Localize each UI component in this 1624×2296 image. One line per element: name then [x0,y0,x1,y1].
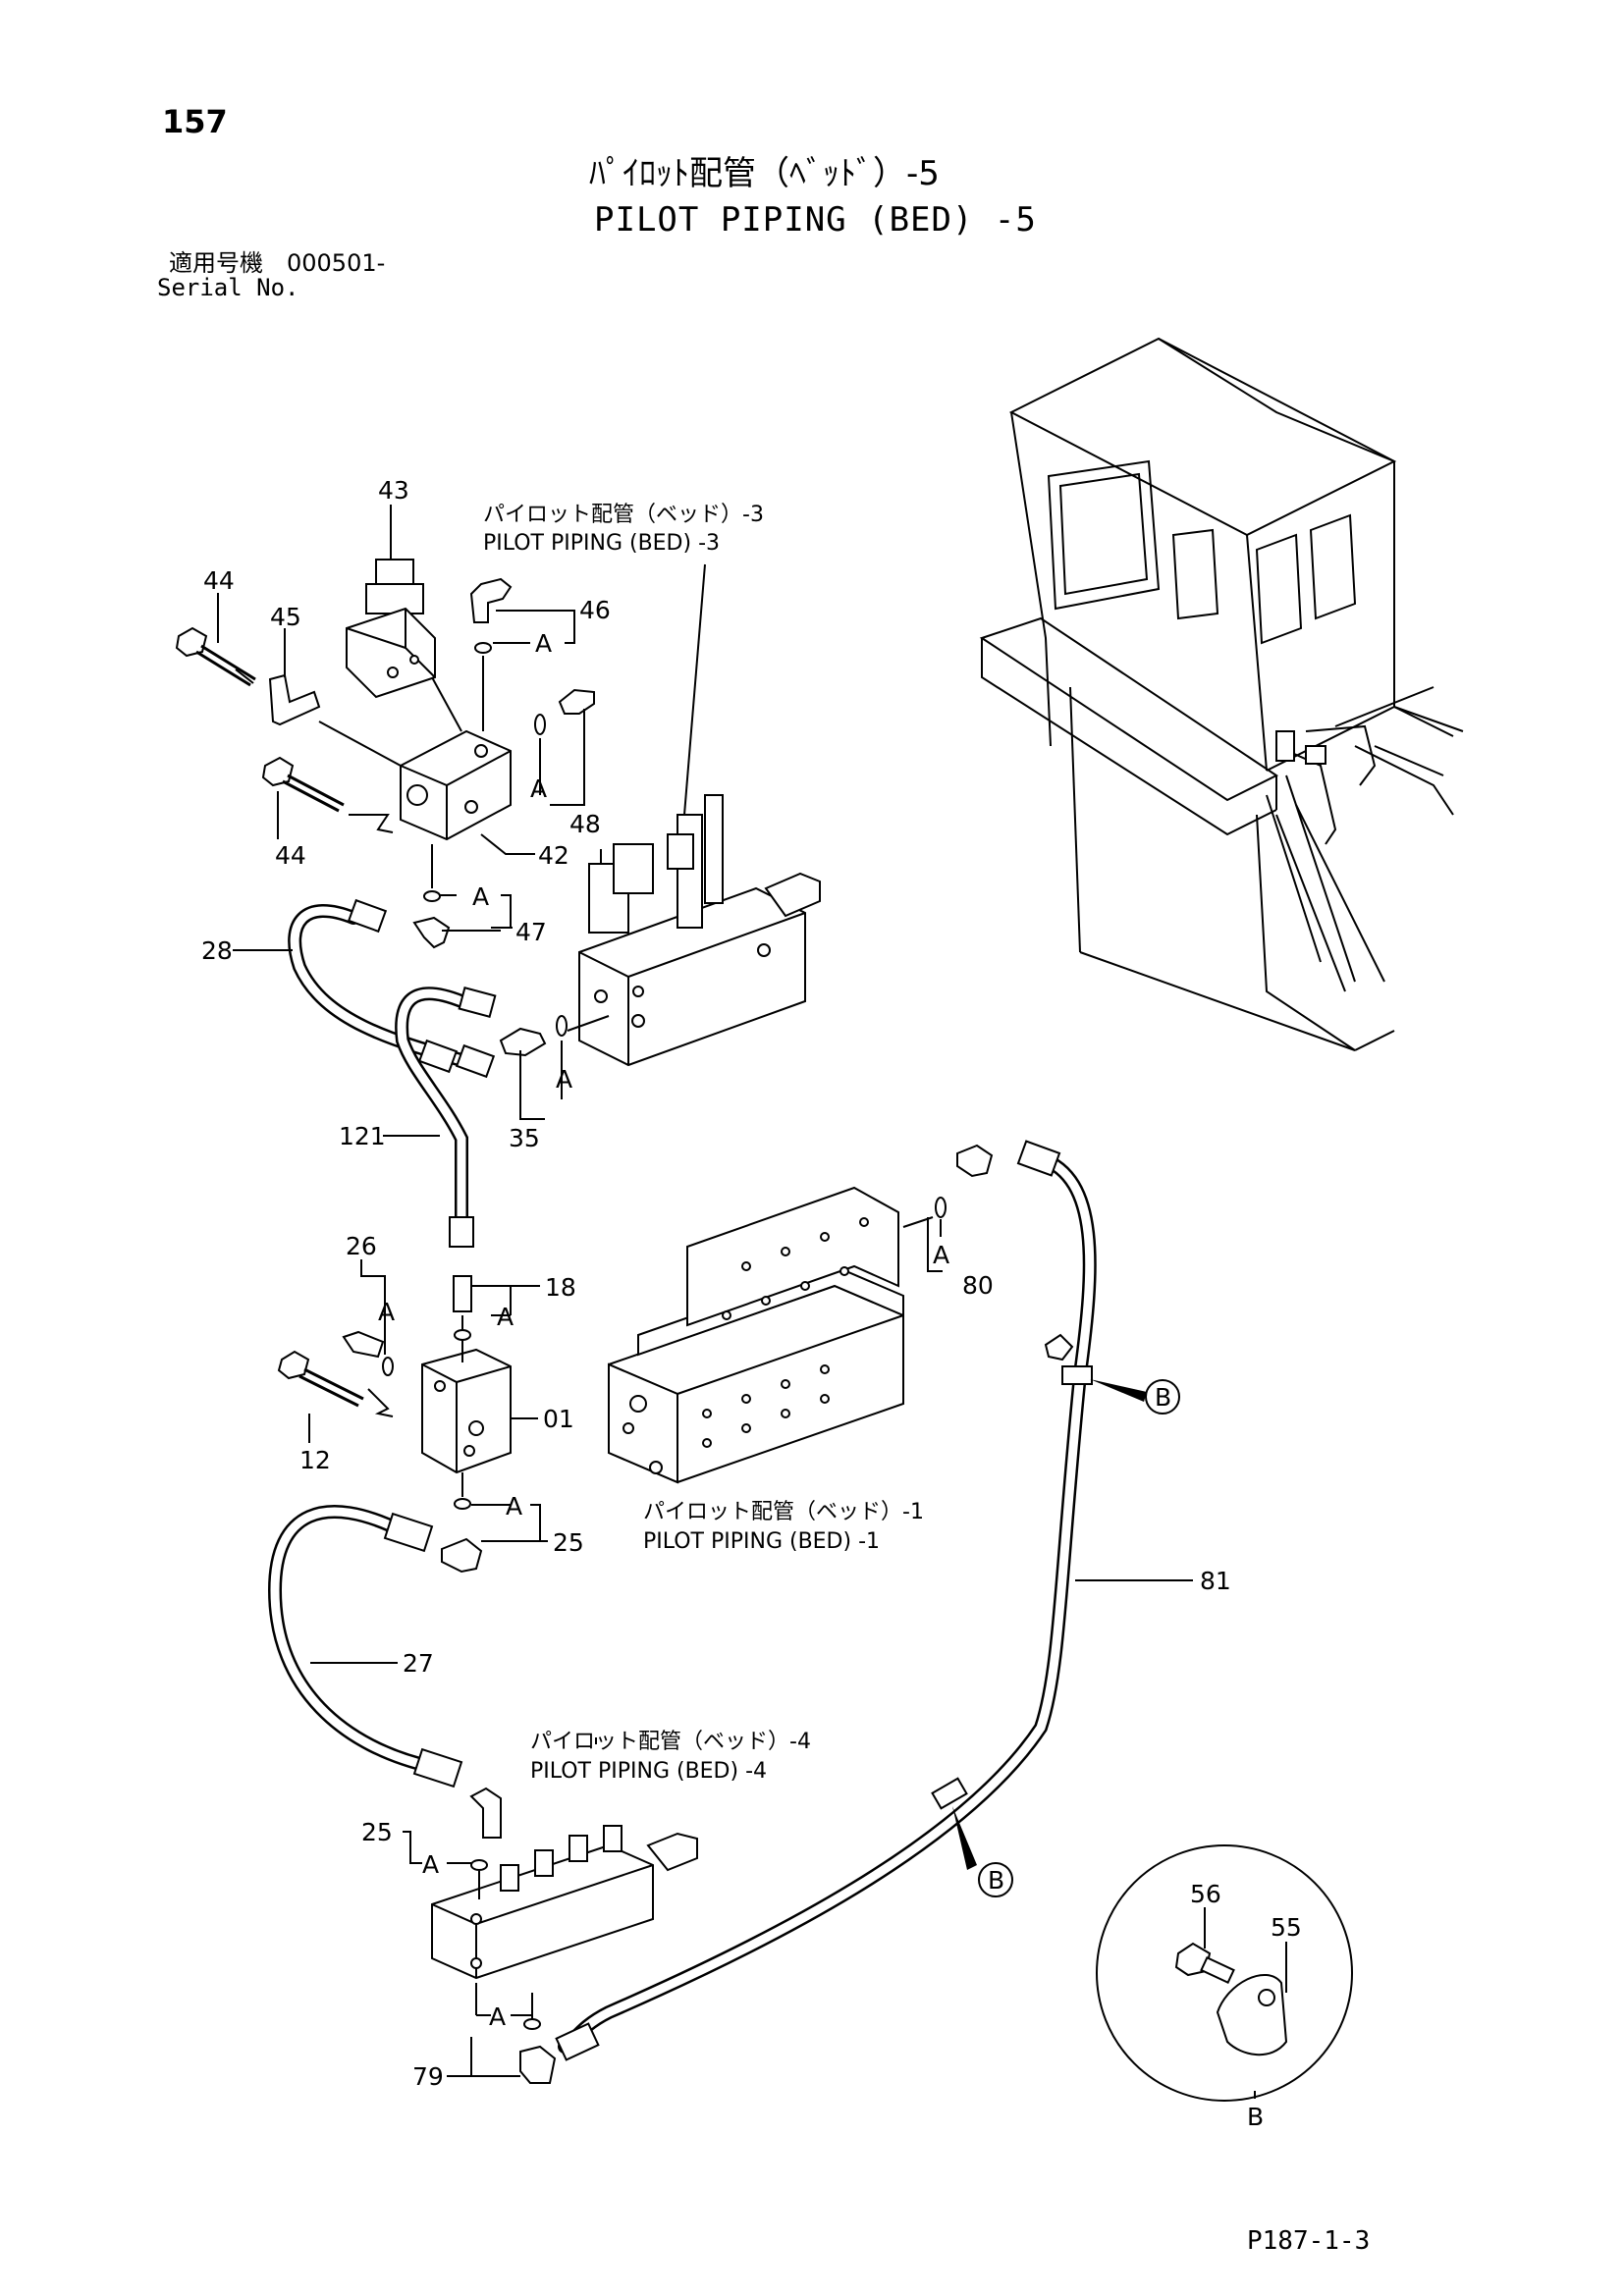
reference-balloon-b-upper: B [1145,1379,1180,1415]
part-label-42: 42 [538,841,569,870]
control-valve-bed1 [608,1186,904,1484]
hose-81 [555,1140,1097,2061]
part-label-27: 27 [403,1649,434,1678]
part-label-01: 01 [543,1405,574,1433]
svg-text:A: A [530,774,547,803]
hose-clamp-lower [931,1777,968,1810]
part-label-55: 55 [1271,1913,1302,1942]
pilot-valve-bed3 [578,794,821,1067]
elbow-fitting-25-upper [441,1498,483,1574]
bracket-45 [268,673,321,726]
svg-text:A: A [535,629,552,658]
fitting-26 [342,1330,394,1376]
bolt-12 [277,1350,364,1408]
elbow-fitting-79 [519,2018,557,2084]
ref-bed1-japanese: パイロット配管（ベッド）-1 [643,1500,924,1524]
pipe-121 [395,987,497,1248]
page-title-japanese: ﾊﾟｲﾛｯﾄ配管（ﾍﾞｯﾄﾞ）-5 [589,154,940,193]
part-label-18: 18 [545,1273,576,1302]
part-number-labels: 43 44 45 46 48 44 42 47 28 35 121 26 18 … [201,476,1302,2091]
svg-text:B: B [1155,1383,1171,1412]
part-label-25-lower: 25 [361,1818,393,1846]
drawing-reference-code: P187-1-3 [1247,2226,1371,2256]
part-label-44: 44 [203,566,235,595]
part-label-121: 121 [339,1122,386,1150]
page-title-english: PILOT PIPING (BED) -5 [594,200,1037,240]
cross-reference-callouts: パイロット配管（ベッド）-3 PILOT PIPING (BED) -3 パイロ… [483,503,924,1784]
svg-text:A: A [489,2002,506,2031]
part-label-79: 79 [412,2062,444,2091]
part-label-12: 12 [299,1446,331,1474]
a-markers: A A A A A A A A A A B [378,629,1264,2131]
part-label-28: 28 [201,936,233,965]
svg-text:A: A [506,1492,522,1521]
distribution-block-bed4 [431,1825,698,1980]
elbow-fitting-46 [469,577,513,654]
part-label-44-lower: 44 [275,841,306,870]
part-label-26: 26 [346,1232,377,1260]
svg-text:A: A [472,882,489,911]
elbow-fitting-47 [412,890,451,949]
part-label-56: 56 [1190,1880,1221,1908]
bolt-44-lower [261,756,345,813]
manifold-block-01 [421,1348,512,1474]
bolt-44-upper [175,626,256,687]
valve-bolt-holes [702,1217,869,1448]
svg-text:A: A [933,1241,949,1269]
part-label-80: 80 [962,1271,994,1300]
part-label-45: 45 [270,603,301,631]
tee-fitting-48 [534,688,595,735]
part-label-43: 43 [378,476,409,505]
part-label-48: 48 [569,810,601,838]
svg-text:A: A [556,1065,572,1094]
detail-view-clamp [1096,1844,1353,2102]
part-label-81: 81 [1200,1567,1231,1595]
reference-balloon-b-lower: B [978,1862,1013,1897]
part-label-46: 46 [579,596,611,624]
elbow-fitting-25-lower [469,1787,502,1871]
part-label-25: 25 [553,1528,584,1557]
machine-cab-illustration [979,337,1464,1051]
mounting-block-42 [400,729,512,841]
serial-label-english: Serial No. [157,274,299,301]
page-number: 157 [162,103,228,140]
svg-text:A: A [422,1850,439,1879]
svg-text:A: A [378,1298,395,1326]
hose-27 [267,1505,463,1789]
ref-bed3-english: PILOT PIPING (BED) -3 [483,531,720,556]
ref-bed3-japanese: パイロット配管（ベッド）-3 [483,503,764,527]
ref-bed4-english: PILOT PIPING (BED) -4 [530,1759,767,1784]
svg-text:B: B [1247,2103,1264,2131]
part-label-47: 47 [515,918,547,946]
elbow-fitting-80 [935,1144,994,1218]
hose-clamp-upper [1044,1333,1093,1385]
solenoid-valve-43 [346,559,436,699]
svg-text:A: A [497,1303,514,1331]
leader-lines [217,505,1287,2099]
part-label-35: 35 [509,1124,540,1152]
serial-range-japanese: 適用号機 000501- [169,249,386,277]
fitting-18 [453,1275,472,1341]
svg-text:B: B [988,1866,1004,1895]
ref-bed4-japanese: パイロット配管（ベッド）-4 [530,1730,811,1754]
tee-fitting-35 [499,1015,568,1057]
ref-bed1-english: PILOT PIPING (BED) -1 [643,1529,880,1554]
